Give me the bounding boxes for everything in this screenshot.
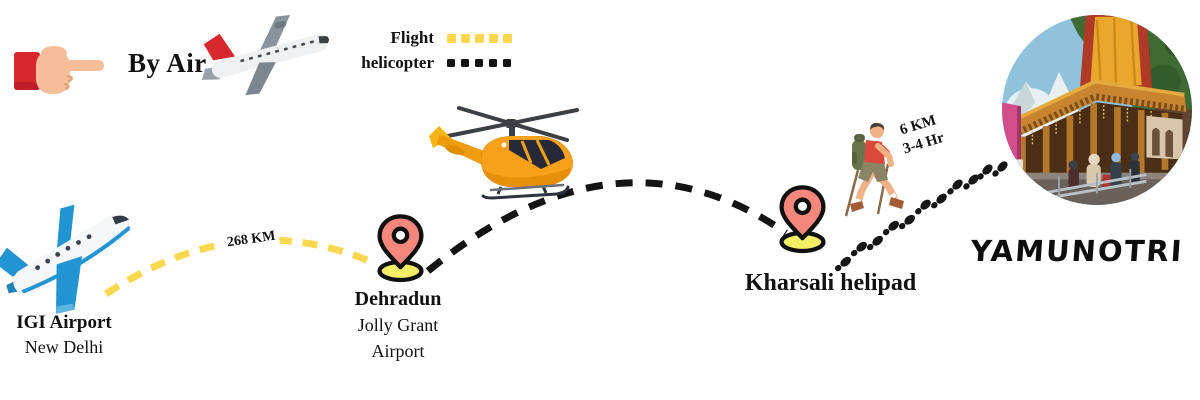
airplane-icon: [198, 8, 340, 100]
origin-label: IGI Airport New Delhi: [8, 312, 120, 358]
helicopter-dash-swatch: [461, 59, 469, 67]
departure-airplane-icon: [0, 190, 155, 325]
dehradun-airport-line1: Jolly Grant: [357, 315, 439, 335]
helicopter-dash-swatch: [503, 59, 511, 67]
origin-name: IGI Airport: [16, 312, 112, 333]
flight-route-path: [104, 236, 376, 297]
legend-flight-label: Flight: [390, 28, 434, 47]
flight-dash-swatch: [489, 33, 498, 43]
map-pin-kharsali: [779, 185, 826, 254]
kharsali-label: Kharsali helipad: [728, 270, 933, 297]
map-pin-dehradun: [377, 214, 424, 283]
flight-dash-swatch: [475, 33, 484, 43]
flight-dash-swatch: [447, 33, 456, 43]
helicopter-dash-swatch: [489, 59, 497, 67]
legend-helicopter-label: helicopter: [361, 53, 434, 72]
legend-helicopter-swatch: [447, 59, 517, 67]
yamunotri-temple-photo: [1002, 15, 1192, 205]
legend: Flight helicopter: [352, 28, 517, 73]
dehradun-airport-line2: Airport: [371, 341, 425, 361]
dehradun-name: Dehradun: [354, 288, 442, 310]
legend-flight-swatch: [447, 33, 517, 43]
destination-title: YAMUNOTRI: [969, 234, 1185, 268]
kharsali-name: Kharsali helipad: [744, 270, 917, 296]
helicopter-dash-swatch: [475, 59, 483, 67]
hiker-icon: [830, 118, 910, 230]
dehradun-label: Dehradun Jolly Grant Airport: [336, 288, 460, 363]
helicopter-route-path: [425, 179, 788, 274]
section-title: By Air: [128, 48, 207, 78]
helicopter-dash-swatch: [447, 59, 455, 67]
helicopter-icon: [425, 90, 595, 200]
flight-dash-swatch: [461, 33, 470, 43]
pointing-hand-icon: [10, 38, 108, 106]
flight-dash-swatch: [503, 33, 512, 43]
origin-city: New Delhi: [24, 337, 104, 357]
